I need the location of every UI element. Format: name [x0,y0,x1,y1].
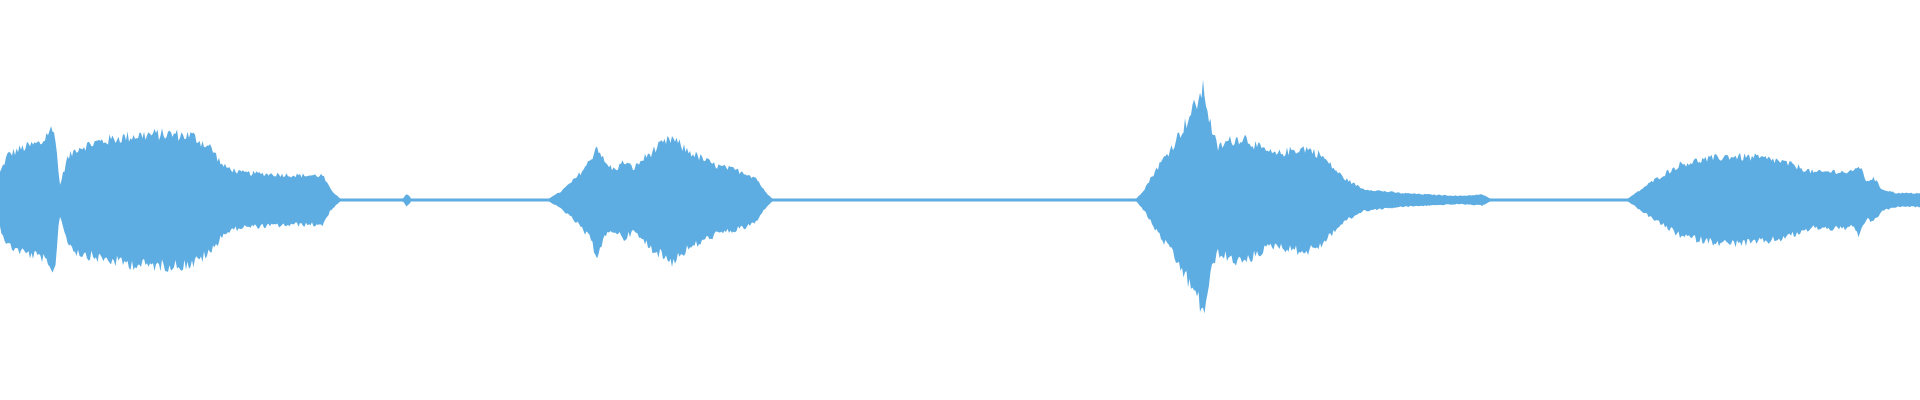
audio-waveform[interactable] [0,0,1920,400]
audio-waveform-view[interactable] [0,0,1920,400]
